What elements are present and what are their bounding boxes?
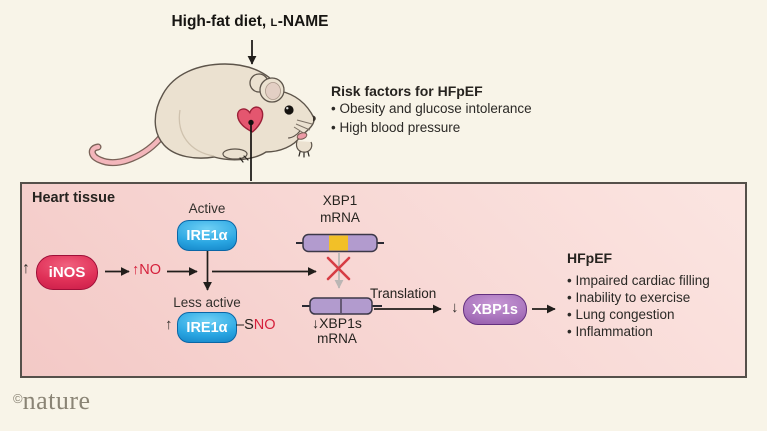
xbp1-mrna-label: XBP1 mRNA (300, 192, 380, 226)
risk-factors-list: Obesity and glucose intolerance High blo… (331, 100, 532, 138)
inos-label: iNOS (48, 264, 86, 281)
xbp1-mrna-line2: mRNA (320, 210, 360, 225)
hfpef-item: Inability to exercise (567, 289, 710, 306)
translation-label: Translation (370, 286, 437, 301)
hfpef-item: Lung congestion (567, 306, 710, 323)
xbp1s-mrna-label: ↓XBP1s mRNA (298, 315, 376, 347)
inos-pill: iNOS (36, 255, 98, 290)
ire1a-less-state: Less active (173, 295, 241, 310)
risk-item: Obesity and glucose intolerance (331, 100, 531, 119)
heart-icon (236, 106, 264, 133)
sno-no: NO (253, 317, 276, 333)
ire1a-less-label: IRE1α (186, 319, 228, 336)
xbp1s-mrna-line2: mRNA (317, 331, 357, 346)
xbp1s-down-arrow-icon: ↓ (451, 299, 459, 316)
title-suffix: -NAME (277, 13, 329, 30)
sno-label: –SNO (236, 317, 276, 333)
xbp1-mrna-line1: XBP1 (322, 193, 358, 208)
ire1a-active-state: Active (188, 201, 226, 216)
no-label: ↑NO (132, 262, 161, 278)
nature-logo: nature (22, 386, 91, 415)
ire1a-active-pill: IRE1α (177, 220, 237, 251)
ire1a-less-pill: IRE1α (177, 312, 237, 343)
risk-factors-heading: Risk factors for HFpEF (331, 83, 483, 99)
sno-bond: –S (236, 317, 254, 333)
nature-credit: ©nature (13, 386, 91, 416)
hfpef-list: Impaired cardiac filling Inability to ex… (567, 272, 710, 340)
ire1a-less-up-arrow-icon: ↑ (165, 316, 173, 333)
risk-item: High blood pressure (331, 119, 532, 138)
title-smallcap-l: L (270, 17, 278, 29)
inos-up-arrow-icon: ↑ (22, 260, 30, 277)
xbp1s-mrna-line1: ↓XBP1s (312, 315, 362, 331)
hfpef-heading: HFpEF (567, 250, 613, 266)
heart-tissue-label: Heart tissue (32, 190, 116, 206)
ire1a-active-label: IRE1α (186, 227, 228, 244)
title-prefix: High-fat diet, (171, 13, 271, 30)
mouse-icon (88, 63, 316, 181)
copyright-symbol: © (13, 391, 23, 406)
figure-title: High-fat diet, L-NAME (140, 13, 360, 31)
xbp1s-label: XBP1s (472, 301, 518, 318)
xbp1s-pill: XBP1s (463, 294, 527, 325)
hfpef-item: Inflammation (567, 323, 710, 340)
hfpef-item: Impaired cardiac filling (567, 272, 709, 289)
